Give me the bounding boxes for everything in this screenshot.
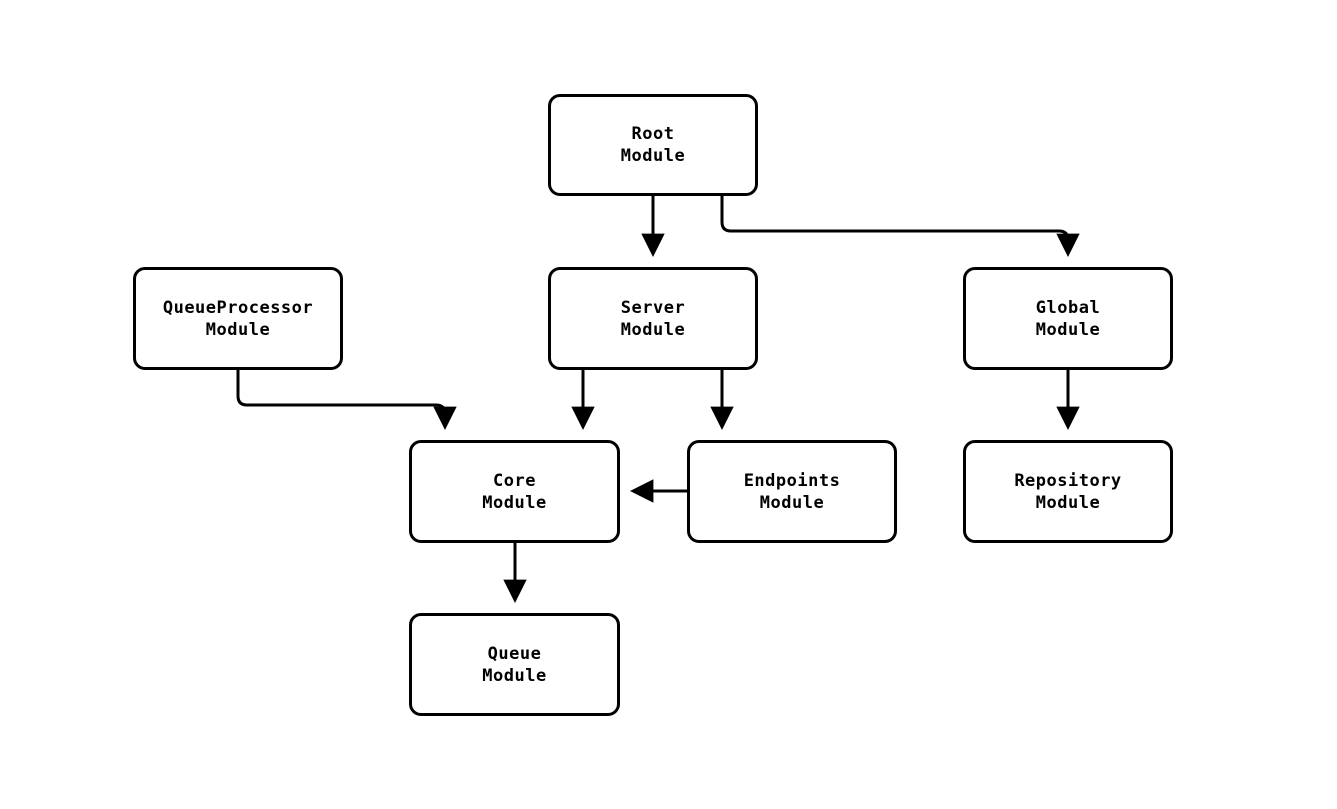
node-label-line1: QueueProcessor: [162, 297, 314, 318]
node-label-line1: Server: [620, 297, 686, 318]
edge-root-to-global: [720, 196, 1080, 258]
node-label-line2: Module: [1035, 492, 1101, 513]
node-repository-module[interactable]: Repository Module: [963, 440, 1173, 543]
node-label-line2: Module: [759, 492, 825, 513]
node-queue-module[interactable]: Queue Module: [409, 613, 620, 716]
node-queueprocessor-module[interactable]: QueueProcessor Module: [133, 267, 343, 370]
node-endpoints-module[interactable]: Endpoints Module: [687, 440, 897, 543]
node-label-line2: Module: [205, 319, 271, 340]
node-label-line1: Repository: [1014, 470, 1122, 491]
edge-queueprocessor-to-core: [236, 370, 457, 431]
node-label-line1: Core: [493, 470, 536, 491]
node-label-line1: Global: [1035, 297, 1101, 318]
node-global-module[interactable]: Global Module: [963, 267, 1173, 370]
node-server-module[interactable]: Server Module: [548, 267, 758, 370]
node-label-line1: Endpoints: [743, 470, 841, 491]
node-label-line2: Module: [482, 492, 547, 513]
node-label-line2: Module: [482, 665, 547, 686]
node-root-module[interactable]: Root Module: [548, 94, 758, 196]
node-label-line1: Queue: [487, 643, 542, 664]
node-label-line2: Module: [620, 146, 686, 166]
node-label-line2: Module: [620, 319, 686, 340]
node-core-module[interactable]: Core Module: [409, 440, 620, 543]
node-label-line2: Module: [1035, 319, 1101, 340]
node-label-line1: Root: [631, 124, 675, 144]
